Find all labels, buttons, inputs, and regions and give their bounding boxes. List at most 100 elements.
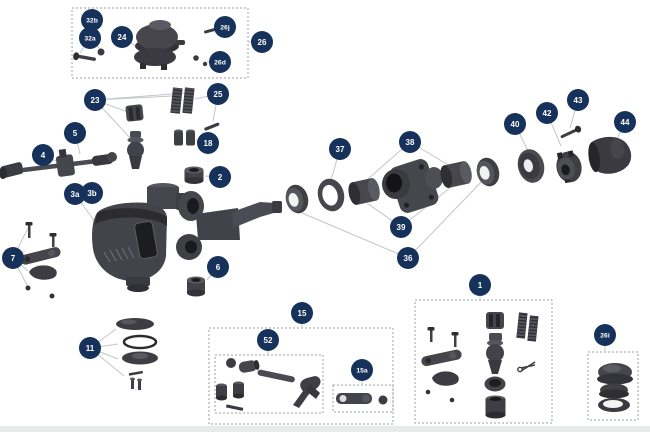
kit-box-52 [214,354,324,414]
callout-label: 38 [406,138,415,147]
kit-box-1 [414,299,553,424]
callout-52[interactable]: 52 [257,329,279,351]
callout-label: 23 [91,96,100,105]
callout-39[interactable]: 39 [390,216,412,238]
callout-label: 32b [86,17,98,24]
callout-38[interactable]: 38 [399,131,421,153]
callout-label: 36 [404,254,413,263]
callout-label: 52 [264,336,273,345]
kit-boxes [71,7,639,425]
callout-3a[interactable]: 3a [64,183,86,205]
callout-42[interactable]: 42 [536,102,558,124]
callout-label: 6 [216,263,221,272]
callout-label: 26d [214,59,226,66]
callout-label: 26j [220,24,230,31]
callout-32a[interactable]: 32a [79,27,101,49]
callout-label: 37 [336,145,345,154]
callout-label: 25 [214,90,223,99]
callout-1[interactable]: 1 [469,274,491,296]
part-bolt-32a [73,52,96,61]
callout-26i[interactable]: 26i [594,324,616,346]
callout-37[interactable]: 37 [329,138,351,160]
part-ball-stud [127,131,144,169]
callout-43[interactable]: 43 [567,89,589,111]
callout-6[interactable]: 6 [207,256,229,278]
part-spindle-yoke [176,191,282,260]
part-steering-knuckle [92,183,189,292]
part-shift-arm-15a [336,393,388,405]
part-tie-rod-assembly [0,148,117,179]
kit-box-15a [332,384,394,413]
callout-15a[interactable]: 15a [351,359,373,381]
callout-label: 43 [574,96,583,105]
callout-26j[interactable]: 26j [214,16,236,38]
part-cap-kit-11 [116,318,158,390]
callout-label: 44 [621,118,630,127]
leader-line [407,176,487,259]
footer-strip [0,426,650,432]
callout-label: 18 [204,139,213,148]
callout-23[interactable]: 23 [84,89,106,111]
callout-label: 3a [71,190,80,199]
kit-box-26i [587,351,639,421]
part-retainer-pin [204,122,220,131]
kit-box-24 [71,7,249,79]
callout-36[interactable]: 36 [397,247,419,269]
callout-label: 26i [600,332,610,339]
part-kit-52 [216,358,321,411]
callout-7[interactable]: 7 [2,247,24,269]
callout-label: 39 [397,223,406,232]
callout-label: 15a [356,367,368,374]
part-retaining-ring [317,178,345,212]
callout-label: 24 [118,33,127,42]
part-bearing-cup-right [440,161,472,188]
part-trunnion-housing [382,159,443,213]
callout-label: 11 [86,344,95,353]
callout-3b[interactable]: 3b [81,182,103,204]
part-seal-stack-26i [597,363,633,412]
part-seal-cups [174,129,195,146]
callout-label: 42 [543,109,552,118]
callout-5[interactable]: 5 [64,122,86,144]
callout-2[interactable]: 2 [209,166,231,188]
part-seal-left [285,184,309,214]
callout-label: 40 [511,120,520,129]
callout-label: 4 [41,151,46,160]
callout-24[interactable]: 24 [111,26,133,48]
leader-line [94,92,185,101]
parts-artwork [0,20,650,432]
kit-box-15 [208,327,394,425]
callout-18[interactable]: 18 [197,132,219,154]
callout-15[interactable]: 15 [291,302,313,324]
callout-40[interactable]: 40 [504,113,526,135]
callout-25[interactable]: 25 [207,83,229,105]
part-actuator-24 [134,20,185,70]
callout-label: 7 [11,254,16,263]
part-bushing-upper [184,166,204,184]
part-dust-cap [588,136,632,174]
part-balls-26d [193,55,208,67]
callout-label: 26 [258,38,267,47]
callout-label: 2 [218,173,223,182]
callout-label: 5 [73,129,78,138]
part-bushing-lower [187,276,205,297]
callout-44[interactable]: 44 [614,111,636,133]
callout-26d[interactable]: 26d [209,51,231,73]
part-king-pin-kit-1 [421,312,539,419]
part-bushing-block [125,104,144,122]
part-springs [170,87,195,114]
part-castle-nut [556,150,582,184]
callout-32b[interactable]: 32b [81,9,103,31]
part-washer [517,149,545,183]
callout-26[interactable]: 26 [251,31,273,53]
callout-label: 15 [298,309,307,318]
leader-line [301,212,409,259]
callout-11[interactable]: 11 [79,337,101,359]
callout-4[interactable]: 4 [32,144,54,166]
callout-label: 1 [478,281,483,290]
part-seal-right [476,157,500,187]
part-nut-32b [97,48,105,56]
